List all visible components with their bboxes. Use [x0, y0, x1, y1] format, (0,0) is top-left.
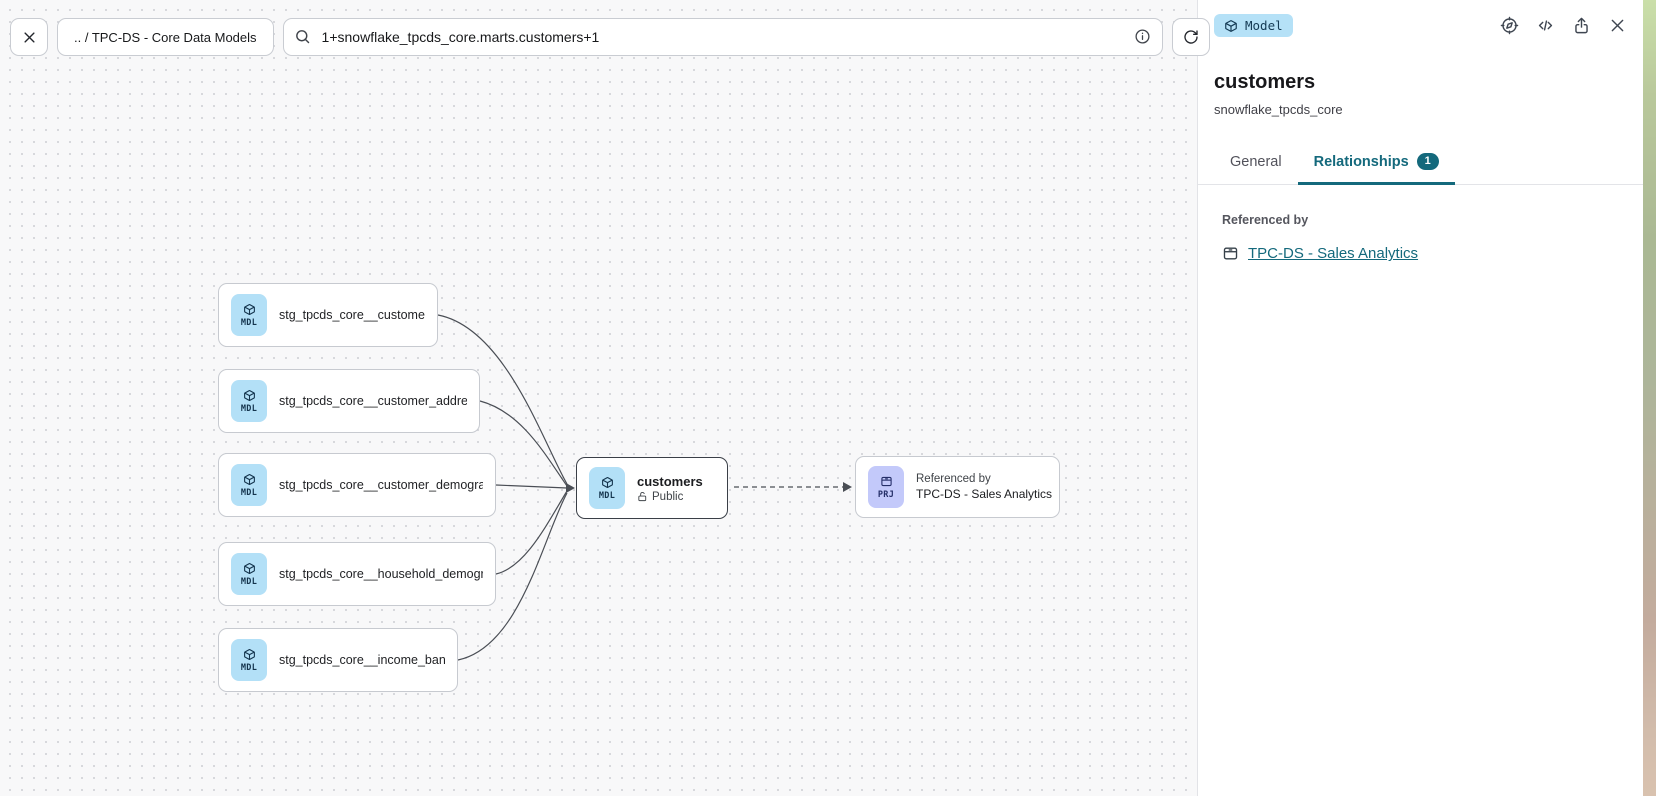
node-label: stg_tpcds_core__customer_demogra… — [279, 478, 483, 492]
page-title: customers — [1214, 71, 1316, 93]
model-type-badge: MDL — [231, 639, 267, 681]
close-icon — [23, 31, 35, 43]
lock-open-icon — [638, 491, 647, 502]
panel-actions — [1500, 16, 1627, 35]
desktop-edge-strip — [1643, 0, 1656, 796]
graph-node-stg-tpcds-core-income-band[interactable]: MDL stg_tpcds_core__income_band — [218, 628, 458, 692]
lineage-canvas[interactable]: .. / TPC-DS - Core Data Models MDL s — [0, 0, 1210, 796]
model-type-badge: MDL — [231, 464, 267, 506]
cube-icon — [243, 389, 255, 401]
breadcrumb-label: .. / TPC-DS - Core Data Models — [74, 29, 257, 45]
node-badge-label: MDL — [240, 487, 258, 498]
close-panel-button[interactable] — [1608, 16, 1627, 35]
node-label: stg_tpcds_core__customer_address — [279, 394, 467, 408]
node-badge-label: PRJ — [877, 489, 895, 500]
node-badge-label: MDL — [240, 662, 258, 673]
lineage-search — [282, 18, 1163, 56]
graph-node-stg-tpcds-core-customer-demographics[interactable]: MDL stg_tpcds_core__customer_demogra… — [218, 453, 496, 517]
referenced-by-link[interactable]: TPC-DS - Sales Analytics — [1248, 245, 1419, 263]
model-type-chip: Model — [1214, 14, 1293, 37]
node-label: stg_tpcds_core__household_demogr… — [279, 567, 483, 581]
close-icon — [1611, 19, 1624, 32]
panel-title-block: customers snowflake_tpcds_core — [1198, 37, 1643, 117]
compass-icon — [1500, 16, 1519, 35]
lineage-edges — [437, 314, 852, 661]
code-icon — [1538, 20, 1553, 31]
graph-node-tpcds-sales-analytics[interactable]: PRJ Referenced by TPC-DS - Sales Analyti… — [855, 456, 1060, 518]
cube-icon — [243, 648, 255, 660]
panel-header: Model — [1198, 0, 1643, 37]
info-icon[interactable] — [1134, 28, 1151, 45]
canvas-toolbar: .. / TPC-DS - Core Data Models — [10, 18, 1210, 56]
node-label: customers — [637, 473, 703, 489]
panel-tabs: General Relationships 1 — [1198, 143, 1643, 186]
tab-relationships[interactable]: Relationships 1 — [1297, 143, 1455, 186]
project-icon — [1222, 245, 1239, 262]
model-type-badge: MDL — [231, 294, 267, 336]
model-type-badge: MDL — [589, 467, 625, 509]
node-label: TPC-DS - Sales Analytics — [916, 487, 1053, 501]
project-icon — [880, 476, 892, 486]
node-badge-label: MDL — [240, 403, 258, 414]
model-type-chip-label: Model — [1245, 18, 1283, 33]
model-type-badge: MDL — [231, 380, 267, 422]
share-button[interactable] — [1572, 16, 1591, 35]
relationships-count-badge: 1 — [1416, 153, 1439, 171]
tab-general[interactable]: General — [1230, 153, 1282, 170]
close-lineage-button[interactable] — [10, 18, 48, 56]
cube-icon — [243, 562, 255, 574]
node-label: stg_tpcds_core__customer — [279, 308, 425, 322]
referenced-by-label: Referenced by — [1222, 213, 1309, 228]
cube-icon — [1225, 19, 1237, 32]
model-type-badge: MDL — [231, 553, 267, 595]
panel-subtitle: snowflake_tpcds_core — [1214, 102, 1343, 117]
graph-node-customers-selected[interactable]: MDL customers Public — [576, 457, 728, 519]
cube-icon — [601, 476, 613, 488]
node-badge-label: MDL — [240, 576, 258, 587]
node-badge-label: MDL — [598, 490, 616, 501]
node-access: Public — [637, 491, 703, 503]
breadcrumb[interactable]: .. / TPC-DS - Core Data Models — [57, 18, 274, 56]
search-input[interactable] — [282, 18, 1163, 56]
relationships-tab-content: Referenced by TPC-DS - Sales Analytics — [1198, 185, 1643, 262]
explore-button[interactable] — [1500, 16, 1519, 35]
details-panel: Model customers snowflake_tpcds_core — [1197, 0, 1643, 796]
graph-node-stg-tpcds-core-customer[interactable]: MDL stg_tpcds_core__customer — [218, 283, 438, 347]
share-icon — [1575, 17, 1588, 34]
graph-node-stg-tpcds-core-household-demographics[interactable]: MDL stg_tpcds_core__household_demogr… — [218, 542, 496, 606]
cube-icon — [243, 303, 255, 315]
node-caption: Referenced by — [916, 473, 991, 485]
view-code-button[interactable] — [1536, 16, 1555, 35]
node-label: stg_tpcds_core__income_band — [279, 653, 445, 667]
search-icon — [294, 28, 311, 45]
referenced-by-item: TPC-DS - Sales Analytics — [1222, 245, 1627, 262]
refresh-icon — [1183, 30, 1198, 44]
project-type-badge: PRJ — [868, 466, 904, 508]
cube-icon — [243, 473, 255, 485]
graph-node-stg-tpcds-core-customer-address[interactable]: MDL stg_tpcds_core__customer_address — [218, 369, 480, 433]
node-badge-label: MDL — [240, 317, 258, 328]
refresh-button[interactable] — [1171, 18, 1210, 56]
